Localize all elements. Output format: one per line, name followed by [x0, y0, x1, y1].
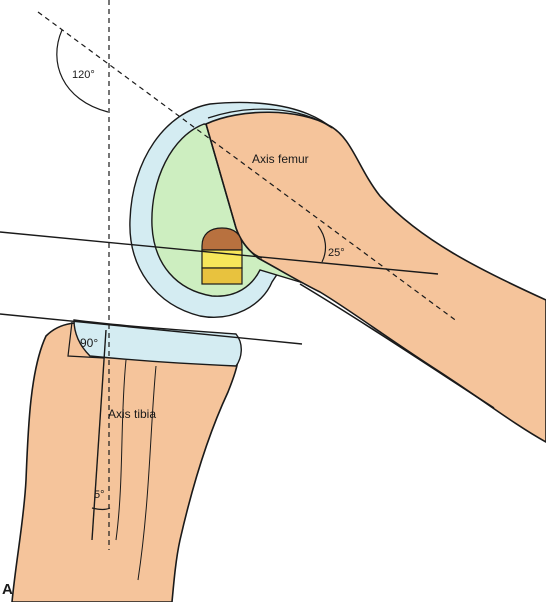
label-120-angle: 120°	[72, 69, 95, 81]
graft-top	[201, 227, 243, 251]
tibia-axis-line	[91, 329, 107, 541]
panel-label: A	[2, 581, 13, 598]
tibial-plateau-line	[0, 313, 303, 345]
angle-arc-120	[56, 29, 109, 113]
label-axis-tibia: Axis tibia	[108, 407, 156, 421]
condyle-line	[0, 231, 439, 275]
angle-arc-5	[91, 507, 111, 511]
tibia-contour-1	[115, 359, 127, 541]
femur-lower-contour	[299, 283, 495, 409]
femur-shaft	[205, 111, 546, 443]
graft-bottom	[201, 267, 243, 285]
femur-axis-line	[37, 11, 459, 323]
angle-arc-25	[317, 225, 327, 263]
femur-cartilage-cap	[207, 108, 333, 129]
tibial-cartilage	[73, 319, 242, 367]
tibia-contour-2	[137, 365, 157, 581]
right-angle-box	[67, 321, 105, 359]
label-25-angle: 25°	[328, 247, 345, 259]
label-5-angle: 5°	[94, 489, 105, 501]
label-axis-femur: Axis femur	[252, 152, 309, 166]
label-90-angle: 90°	[80, 336, 98, 350]
